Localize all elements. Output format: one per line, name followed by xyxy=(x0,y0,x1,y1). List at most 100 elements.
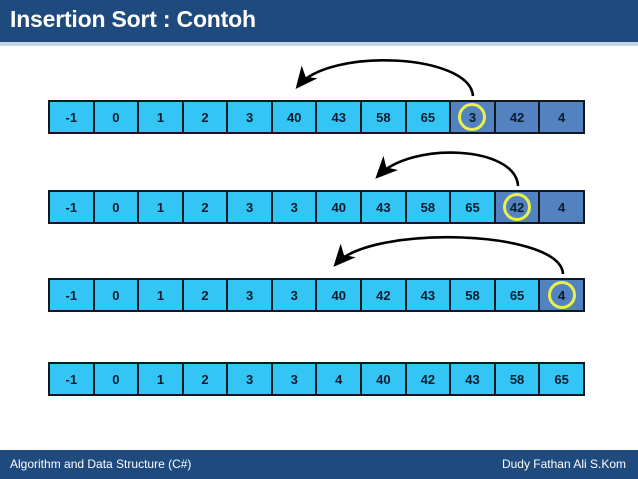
array-cell[interactable]: 2 xyxy=(183,364,229,394)
array-cell[interactable]: 65 xyxy=(540,364,583,394)
array-cell[interactable]: 2 xyxy=(183,102,229,132)
array-cell[interactable]: 3 xyxy=(272,192,318,222)
cell-value: 0 xyxy=(112,199,120,215)
array-cell[interactable]: -1 xyxy=(50,102,95,132)
cell-value: 1 xyxy=(156,287,165,303)
cell-value: 3 xyxy=(290,371,298,387)
cell-value: 1 xyxy=(156,371,165,387)
cell-value: 4 xyxy=(558,199,566,215)
array-cell[interactable]: 0 xyxy=(94,364,140,394)
cell-value: 2 xyxy=(201,287,209,303)
cell-value: 58 xyxy=(509,371,525,387)
array-row: -1 0 1 2 3 3 4 40 42 43 58 65 xyxy=(48,362,585,396)
array-cell[interactable]: -1 xyxy=(50,364,95,394)
cell-value: 40 xyxy=(331,199,346,215)
array-cell[interactable]: 3 xyxy=(228,192,273,222)
cell-value: 43 xyxy=(420,287,436,303)
cell-value: -1 xyxy=(65,199,78,215)
cell-value: 2 xyxy=(201,199,209,215)
array-cell[interactable]: 3 xyxy=(228,364,273,394)
array-cell[interactable]: 0 xyxy=(94,102,140,132)
cell-value: 42 xyxy=(509,109,525,125)
slide-header-bar xyxy=(0,0,638,42)
cell-value: 2 xyxy=(201,109,209,125)
array-cell[interactable]: 3 xyxy=(451,102,496,132)
cell-value: 2 xyxy=(201,371,209,387)
array-cell[interactable]: 58 xyxy=(362,102,407,132)
cell-value: 58 xyxy=(465,287,480,303)
array-cell[interactable]: 40 xyxy=(317,192,363,222)
cell-value: 42 xyxy=(376,287,391,303)
cell-value: 43 xyxy=(331,109,346,125)
cell-value: -1 xyxy=(65,109,78,125)
cell-value: 40 xyxy=(286,109,302,125)
array-cell[interactable]: 1 xyxy=(139,280,184,310)
array-cell[interactable]: 65 xyxy=(495,280,541,310)
array-row: -1 0 1 2 3 3 40 42 43 58 65 4 xyxy=(48,278,585,312)
array-cell[interactable]: 43 xyxy=(317,102,363,132)
insertion-arrow-row-2 xyxy=(333,235,565,275)
array-cell[interactable]: 3 xyxy=(228,280,273,310)
cell-value: 1 xyxy=(156,199,165,215)
array-cell[interactable]: 40 xyxy=(272,102,318,132)
array-cell[interactable]: 58 xyxy=(406,192,452,222)
cell-value: 43 xyxy=(376,199,391,215)
cell-value: 43 xyxy=(465,371,480,387)
array-cell[interactable]: 4 xyxy=(540,102,583,132)
cell-value: 65 xyxy=(420,109,436,125)
array-cell[interactable]: 42 xyxy=(495,102,541,132)
array-cell[interactable]: 1 xyxy=(139,192,184,222)
array-cell[interactable]: 4 xyxy=(540,192,583,222)
cell-value: 1 xyxy=(156,109,165,125)
array-cell[interactable]: 4 xyxy=(540,280,583,310)
array-cell[interactable]: 3 xyxy=(272,280,318,310)
cell-value: 40 xyxy=(331,287,346,303)
cell-value: 42 xyxy=(509,199,525,215)
array-cell[interactable]: 43 xyxy=(451,364,496,394)
footer-author-label: Dudy Fathan Ali S.Kom xyxy=(501,457,626,471)
array-cell[interactable]: 4 xyxy=(317,364,363,394)
insertion-sort-diagram: -1 0 1 2 3 40 43 58 65 3 42 4 -1 0 1 2 3… xyxy=(0,46,638,446)
cell-value: 4 xyxy=(558,287,566,303)
cell-value: 3 xyxy=(245,199,254,215)
array-cell[interactable]: 65 xyxy=(406,102,452,132)
cell-value: 4 xyxy=(335,371,343,387)
array-cell[interactable]: 65 xyxy=(451,192,496,222)
cell-value: 58 xyxy=(376,109,391,125)
cell-value: 65 xyxy=(509,287,525,303)
array-cell[interactable]: 43 xyxy=(406,280,452,310)
array-cell[interactable]: 58 xyxy=(495,364,541,394)
array-cell[interactable]: 0 xyxy=(94,192,140,222)
cell-value: 40 xyxy=(376,371,391,387)
cell-value: 42 xyxy=(420,371,436,387)
cell-value: 0 xyxy=(112,109,120,125)
array-cell[interactable]: 43 xyxy=(362,192,407,222)
cell-value: 3 xyxy=(245,287,254,303)
array-cell[interactable]: -1 xyxy=(50,192,95,222)
header-underline xyxy=(0,42,638,46)
cell-value: 3 xyxy=(290,287,298,303)
cell-value: 3 xyxy=(468,109,477,125)
array-cell[interactable]: 2 xyxy=(183,192,229,222)
cell-value: 58 xyxy=(420,199,436,215)
footer-course-label: Algorithm and Data Structure (C#) xyxy=(10,457,192,471)
array-cell[interactable]: 0 xyxy=(94,280,140,310)
array-cell[interactable]: 40 xyxy=(317,280,363,310)
array-cell[interactable]: 1 xyxy=(139,102,184,132)
array-cell[interactable]: 42 xyxy=(406,364,452,394)
array-cell[interactable]: -1 xyxy=(50,280,95,310)
array-cell[interactable]: 58 xyxy=(451,280,496,310)
array-cell[interactable]: 1 xyxy=(139,364,184,394)
cell-value: 65 xyxy=(554,371,569,387)
cell-value: -1 xyxy=(65,371,78,387)
array-cell[interactable]: 42 xyxy=(495,192,541,222)
array-cell[interactable]: 40 xyxy=(362,364,407,394)
array-cell[interactable]: 42 xyxy=(362,280,407,310)
array-cell[interactable]: 3 xyxy=(272,364,318,394)
array-cell[interactable]: 3 xyxy=(228,102,273,132)
cell-value: 4 xyxy=(558,109,566,125)
insertion-arrow-row-1 xyxy=(375,151,520,187)
cell-value: -1 xyxy=(65,287,78,303)
array-cell[interactable]: 2 xyxy=(183,280,229,310)
array-row: -1 0 1 2 3 40 43 58 65 3 42 4 xyxy=(48,100,585,134)
